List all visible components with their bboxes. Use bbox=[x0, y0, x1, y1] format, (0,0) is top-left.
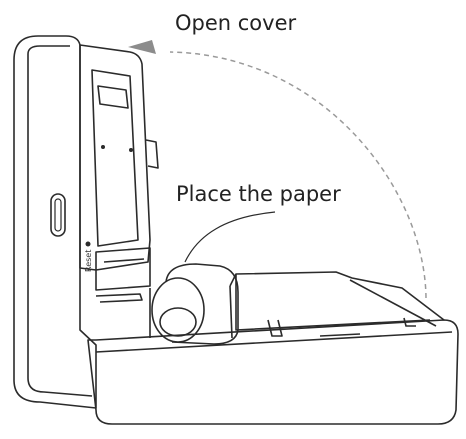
reset-hole[interactable] bbox=[85, 241, 91, 247]
reset-label: Reset bbox=[84, 250, 93, 272]
power-button[interactable] bbox=[50, 193, 66, 237]
open-cover-arrow-path bbox=[169, 51, 427, 299]
open-cover-label: Open cover bbox=[175, 11, 297, 35]
printer-body-left bbox=[13, 35, 97, 409]
power-button-inner bbox=[54, 198, 62, 232]
open-cover-arrow-head bbox=[128, 40, 156, 54]
place-paper-leader bbox=[184, 211, 276, 263]
place-paper-label: Place the paper bbox=[176, 182, 341, 206]
printer-base bbox=[87, 271, 459, 425]
open-cover[interactable] bbox=[79, 44, 159, 291]
